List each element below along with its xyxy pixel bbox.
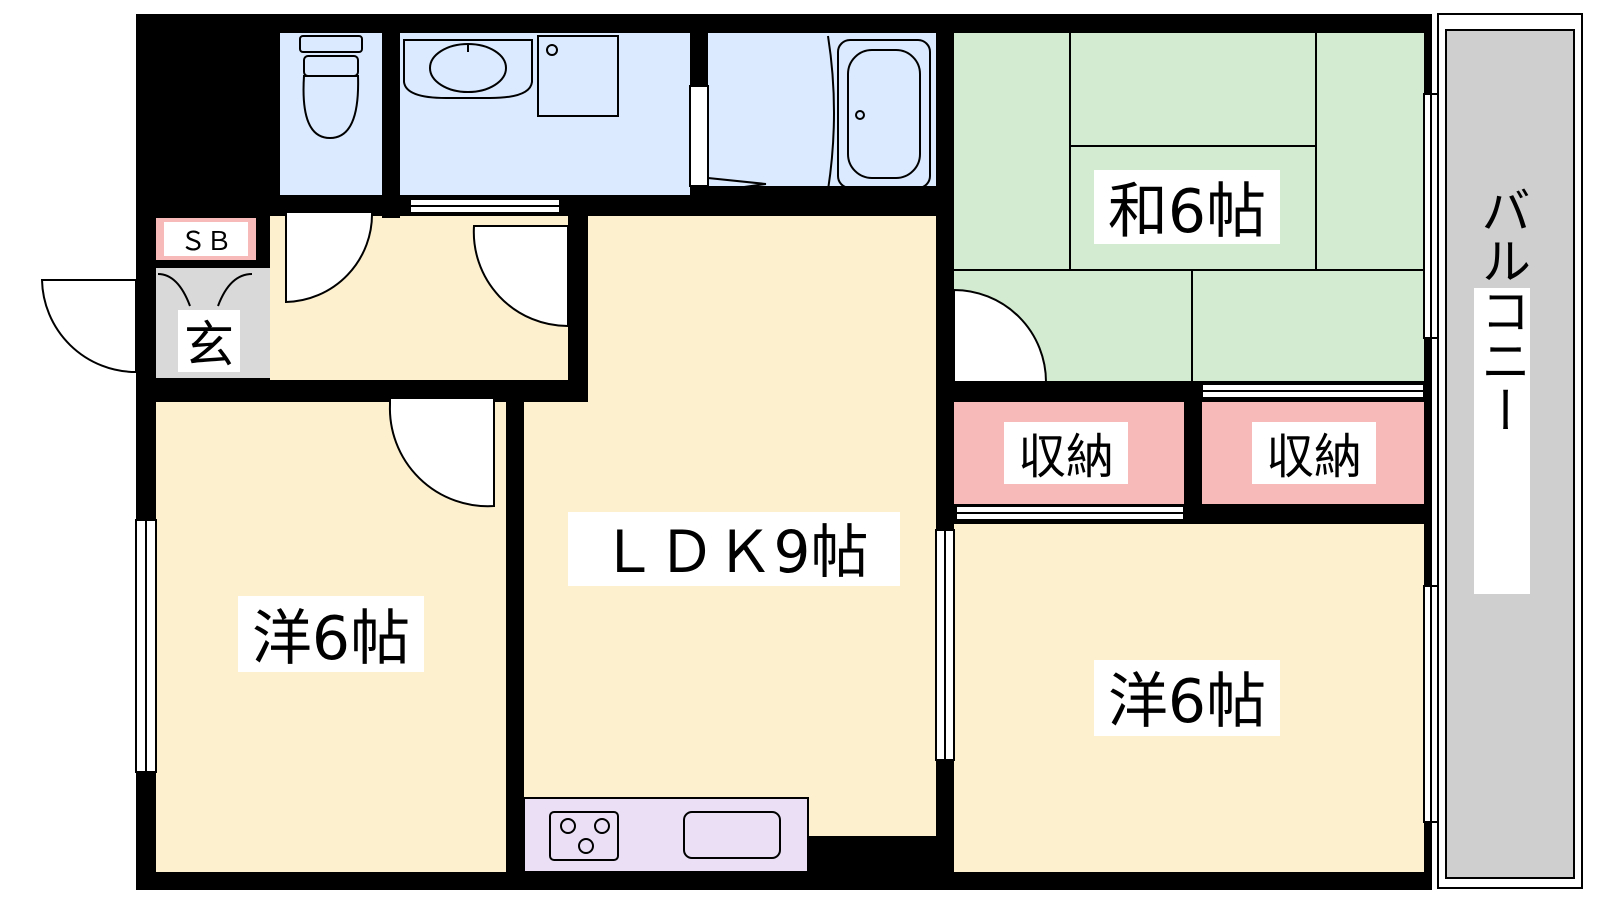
- balcony-label: バルコニー: [1473, 185, 1531, 435]
- western-room-left-label: 洋6帖: [252, 604, 410, 674]
- kitchen-sink-icon: [683, 811, 781, 859]
- tatami-lines: [954, 33, 1424, 381]
- door-swings: [40, 211, 1048, 508]
- storage-right-label: 収納: [1266, 429, 1362, 485]
- stove-icon: [549, 811, 619, 861]
- ldk-label: ＬＤＫ9帖: [600, 518, 869, 586]
- entrance-shoe-door-icon: [157, 273, 253, 307]
- toilet-icon: [299, 35, 363, 140]
- storage-left-label: 収納: [1018, 429, 1114, 485]
- bathroom: [708, 33, 936, 195]
- wash-basin-icon: [403, 39, 533, 99]
- shoe-box-label: ＳＢ: [180, 227, 232, 257]
- washing-machine-space-icon: [537, 35, 619, 117]
- western-room-right-label: 洋6帖: [1108, 667, 1266, 737]
- washroom: [400, 33, 690, 195]
- japanese-room-label: 和6帖: [1108, 177, 1266, 247]
- windows: [135, 85, 1439, 823]
- washing-machine-drain-icon: [546, 44, 558, 56]
- ldk-floor-lower: [524, 402, 594, 872]
- entrance-label: 玄: [184, 316, 234, 374]
- toilet-room: [280, 33, 382, 198]
- label-backgrounds: [164, 170, 1530, 736]
